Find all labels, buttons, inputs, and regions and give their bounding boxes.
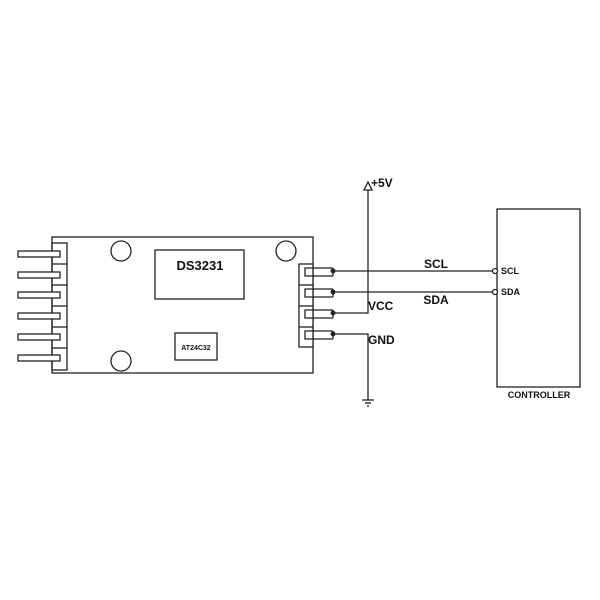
ds3231-chip [154, 249, 245, 300]
module-board [51, 236, 314, 374]
at24c32-label: AT24C32 [181, 345, 211, 352]
power-arrow-icon [362, 180, 374, 191]
header-pin [17, 291, 61, 299]
mounting-hole [110, 350, 132, 372]
wires [330, 180, 492, 407]
right-header [298, 263, 334, 348]
header-pin [17, 312, 61, 320]
controller-pin-label: SDA [501, 287, 521, 297]
gnd-label: GND [368, 333, 395, 347]
controller-pin-scl [491, 267, 499, 275]
vcc-label: VCC [368, 299, 394, 313]
at24c32-chip [174, 332, 218, 361]
header-pin [17, 271, 61, 279]
header-pin [17, 333, 61, 341]
controller-box [496, 208, 581, 388]
controller-pin-sda [491, 288, 499, 296]
gnd-wire [333, 333, 369, 400]
header-pin [17, 354, 61, 362]
vcc-wire [333, 190, 369, 314]
mounting-hole [275, 240, 297, 262]
left-header [17, 242, 68, 371]
controller-pin-label: SCL [501, 266, 520, 276]
ground-icon [362, 399, 374, 407]
sda-label: SDA [423, 293, 449, 307]
supply-label: +5V [371, 176, 393, 190]
scl-label: SCL [424, 257, 448, 271]
rtc-module [17, 236, 334, 374]
mounting-hole [110, 240, 132, 262]
controller-title: CONTROLLER [508, 390, 571, 400]
ds3231-label: DS3231 [177, 258, 224, 273]
header-pin [17, 250, 61, 258]
